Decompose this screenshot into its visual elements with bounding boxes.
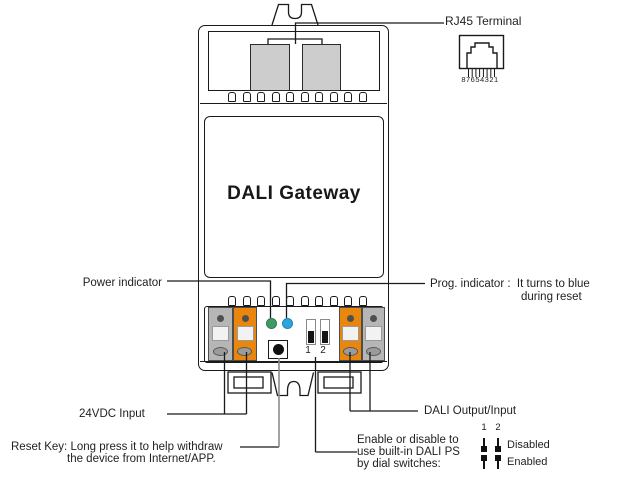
rj45-pin-numbers: 87654321 xyxy=(461,75,499,84)
terminal-24vdc-1 xyxy=(208,307,233,361)
reset-key-dot xyxy=(272,344,284,355)
dial-switch-1-number: 1 xyxy=(305,345,311,356)
case-bottom-band xyxy=(200,361,387,362)
power-indicator-label: Power indicator xyxy=(82,277,162,289)
prog-indicator-label: Prog. indicator : It turns to blue xyxy=(430,278,590,290)
dip-down-icon xyxy=(480,438,488,453)
din-foot-right xyxy=(317,371,362,394)
terminal-window xyxy=(342,326,359,341)
dip-up-icon xyxy=(480,455,488,470)
rj45-port-1 xyxy=(250,44,290,91)
device-title: DALI Gateway xyxy=(227,183,361,204)
terminal-window xyxy=(365,326,382,341)
prog-indicator-label-line2: during reset xyxy=(521,291,582,303)
terminal-screw xyxy=(217,315,224,322)
dial-switch-1[interactable] xyxy=(306,319,316,345)
din-foot-left-slot xyxy=(233,376,264,389)
dial-switch-2[interactable] xyxy=(319,319,330,345)
legend-enabled-label: Enabled xyxy=(507,456,548,468)
terminal-screw xyxy=(370,315,377,322)
legend-col-2: 2 xyxy=(495,422,501,433)
terminal-window xyxy=(236,326,254,341)
enable-disable-label-line2: use built-in DALI PS xyxy=(357,446,460,458)
rj45-jack-icon xyxy=(458,34,505,77)
din-foot-left xyxy=(227,371,272,394)
din-clip-top xyxy=(271,3,319,26)
din-clip-bottom xyxy=(271,372,315,397)
terminal-hole xyxy=(212,347,228,356)
rj45-bay xyxy=(208,31,380,91)
dial-switch-2-number: 2 xyxy=(320,345,326,356)
dial-switch-1-knob xyxy=(308,331,314,343)
dial-switch-2-knob xyxy=(321,331,328,343)
rj45-terminal-label: RJ45 Terminal xyxy=(445,14,522,28)
enable-disable-label: Enable or disable to xyxy=(357,434,459,446)
front-panel: DALI Gateway xyxy=(204,116,384,278)
terminal-screw xyxy=(347,315,354,322)
dip-down-icon xyxy=(494,438,502,453)
reset-key-label-line2: the device from Internet/APP. xyxy=(67,453,216,465)
terminal-dali-2 xyxy=(362,307,385,361)
terminal-24vdc-2 xyxy=(233,307,257,361)
legend-disabled-label: Disabled xyxy=(507,439,550,451)
reset-key-label: Reset Key: Long press it to help withdra… xyxy=(11,441,223,453)
legend-col-1: 1 xyxy=(481,422,487,433)
terminal-screw xyxy=(241,315,249,322)
terminal-hole xyxy=(237,347,252,356)
power-led-icon xyxy=(266,318,277,329)
enable-disable-label-line3: by dial switches: xyxy=(357,458,441,470)
terminal-hole xyxy=(365,347,381,356)
reset-key-button[interactable] xyxy=(268,340,288,359)
dip-up-icon xyxy=(494,455,502,470)
vdc-input-label: 24VDC Input xyxy=(79,408,145,420)
prog-led-icon xyxy=(282,318,293,329)
rj45-leader-line xyxy=(294,22,444,44)
dali-output-label: DALI Output/Input xyxy=(424,405,517,417)
din-foot-right-slot xyxy=(323,376,354,389)
case-step-line xyxy=(200,103,387,104)
rj45-port-2 xyxy=(302,44,341,91)
terminal-window xyxy=(212,326,229,341)
